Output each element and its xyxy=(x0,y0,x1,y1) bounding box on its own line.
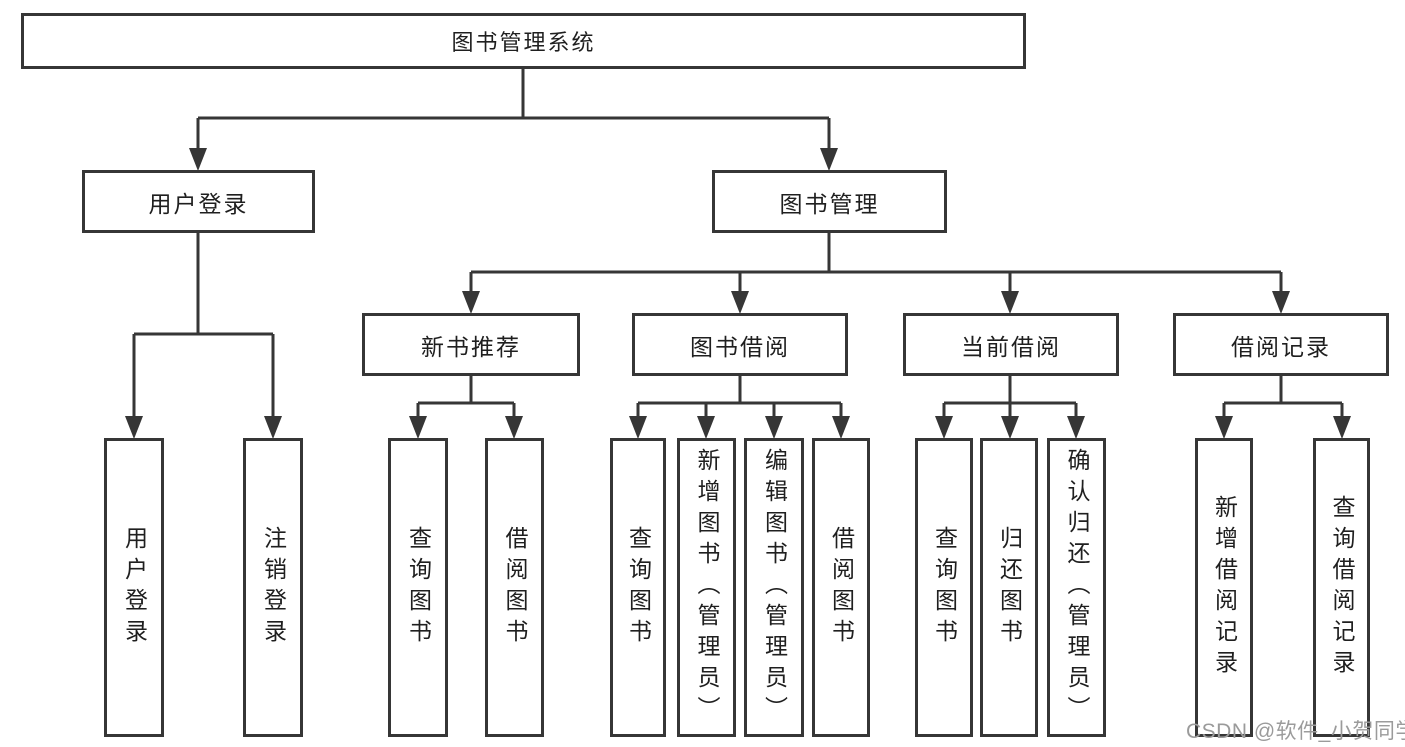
node-label: 注销登录 xyxy=(260,525,287,650)
node-query-books-recommend: 查询图书 xyxy=(388,438,448,737)
node-borrowing-records: 借阅记录 xyxy=(1173,313,1389,376)
node-label: 图书管理 xyxy=(779,190,880,217)
node-add-books-admin: 新增图书（管理员） xyxy=(677,438,736,737)
node-book-management: 图书管理 xyxy=(712,170,947,233)
node-return-books: 归还图书 xyxy=(980,438,1038,737)
node-user-login: 用户登录 xyxy=(82,170,315,233)
node-label: 图书管理系统 xyxy=(451,30,596,55)
node-label: 确认归还（管理员） xyxy=(1064,448,1090,727)
node-label: 用户登录 xyxy=(121,525,148,650)
node-add-borrow-record: 新增借阅记录 xyxy=(1195,438,1253,737)
node-new-book-recommendation: 新书推荐 xyxy=(362,313,580,376)
node-label: 借阅图书 xyxy=(502,525,528,650)
csdn-watermark: CSDN @软件_小贺同学 xyxy=(1186,720,1405,743)
node-current-borrowing: 当前借阅 xyxy=(903,313,1119,376)
node-query-books-current: 查询图书 xyxy=(915,438,973,737)
node-label: 编辑图书（管理员） xyxy=(761,448,788,727)
node-label: 新书推荐 xyxy=(421,333,521,360)
node-query-books-borrow: 查询图书 xyxy=(610,438,666,737)
node-query-borrow-record: 查询借阅记录 xyxy=(1313,438,1370,737)
node-label: 查询图书 xyxy=(405,525,432,650)
node-label: 查询借阅记录 xyxy=(1329,494,1355,681)
node-borrow-books-leaf: 借阅图书 xyxy=(812,438,870,737)
node-label: 借阅记录 xyxy=(1231,333,1331,360)
node-confirm-return-admin: 确认归还（管理员） xyxy=(1047,438,1106,737)
node-logout: 注销登录 xyxy=(243,438,303,737)
node-label: 查询图书 xyxy=(625,525,652,650)
node-book-borrowing: 图书借阅 xyxy=(632,313,848,376)
node-borrow-books-recommend: 借阅图书 xyxy=(485,438,544,737)
node-label: 图书借阅 xyxy=(690,333,790,360)
node-library-management-system: 图书管理系统 xyxy=(21,13,1026,69)
node-label: 新增图书（管理员） xyxy=(694,448,720,727)
node-edit-books-admin: 编辑图书（管理员） xyxy=(744,438,804,737)
node-label: 归还图书 xyxy=(996,525,1023,650)
node-label: 用户登录 xyxy=(148,190,249,217)
node-label: 当前借阅 xyxy=(961,333,1061,360)
node-user-login-leaf: 用户登录 xyxy=(104,438,164,737)
node-label: 查询图书 xyxy=(931,525,958,650)
node-label: 新增借阅记录 xyxy=(1211,494,1238,681)
node-label: 借阅图书 xyxy=(828,525,855,650)
arrowhead-icons xyxy=(125,148,1351,439)
